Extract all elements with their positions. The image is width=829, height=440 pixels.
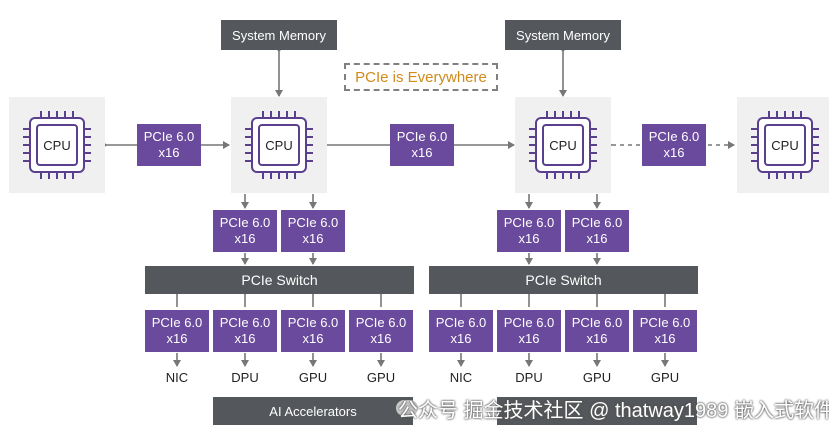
- cpu-block-4: CPU: [737, 97, 829, 193]
- wechat-icon: [396, 400, 418, 416]
- pcie-switch-right: PCIe Switch: [429, 266, 698, 294]
- cpu-pins: [245, 111, 313, 179]
- device-gpu1-left: GPU: [298, 370, 328, 385]
- watermark: 公众号 掘金技术社区 @ thatway1989 嵌入式软件: [398, 400, 829, 422]
- cpu-label: CPU: [265, 137, 293, 153]
- cpu-chip: CPU: [542, 124, 584, 166]
- device-gpu2-left: GPU: [366, 370, 396, 385]
- cpu-block-1: CPU: [9, 97, 105, 193]
- device-dpu-left: DPU: [231, 370, 259, 385]
- ai-accelerators-right: [497, 397, 697, 425]
- device-gpu2-right: GPU: [650, 370, 680, 385]
- cpu-pins: [23, 111, 91, 179]
- device-gpu1-right: GPU: [582, 370, 612, 385]
- cpu-label: CPU: [771, 137, 799, 153]
- device-dpu-right: DPU: [515, 370, 543, 385]
- cpu-label: CPU: [43, 137, 71, 153]
- headline: PCIe is Everywhere: [344, 63, 498, 91]
- device-nic-left: NIC: [165, 370, 189, 385]
- cpu-pins: [529, 111, 597, 179]
- pcie-switch-left: PCIe Switch: [145, 266, 414, 294]
- system-memory-right: System Memory: [505, 20, 621, 50]
- cpu-chip: CPU: [36, 124, 78, 166]
- cpu-block-3: CPU: [515, 97, 611, 193]
- cpu-block-2: CPU: [231, 97, 327, 193]
- ai-accelerators-left: AI Accelerators: [213, 397, 413, 425]
- cpu-label: CPU: [549, 137, 577, 153]
- cpu-pins: [751, 111, 819, 179]
- device-nic-right: NIC: [449, 370, 473, 385]
- cpu-chip: CPU: [258, 124, 300, 166]
- cpu-chip: CPU: [764, 124, 806, 166]
- system-memory-left: System Memory: [221, 20, 337, 50]
